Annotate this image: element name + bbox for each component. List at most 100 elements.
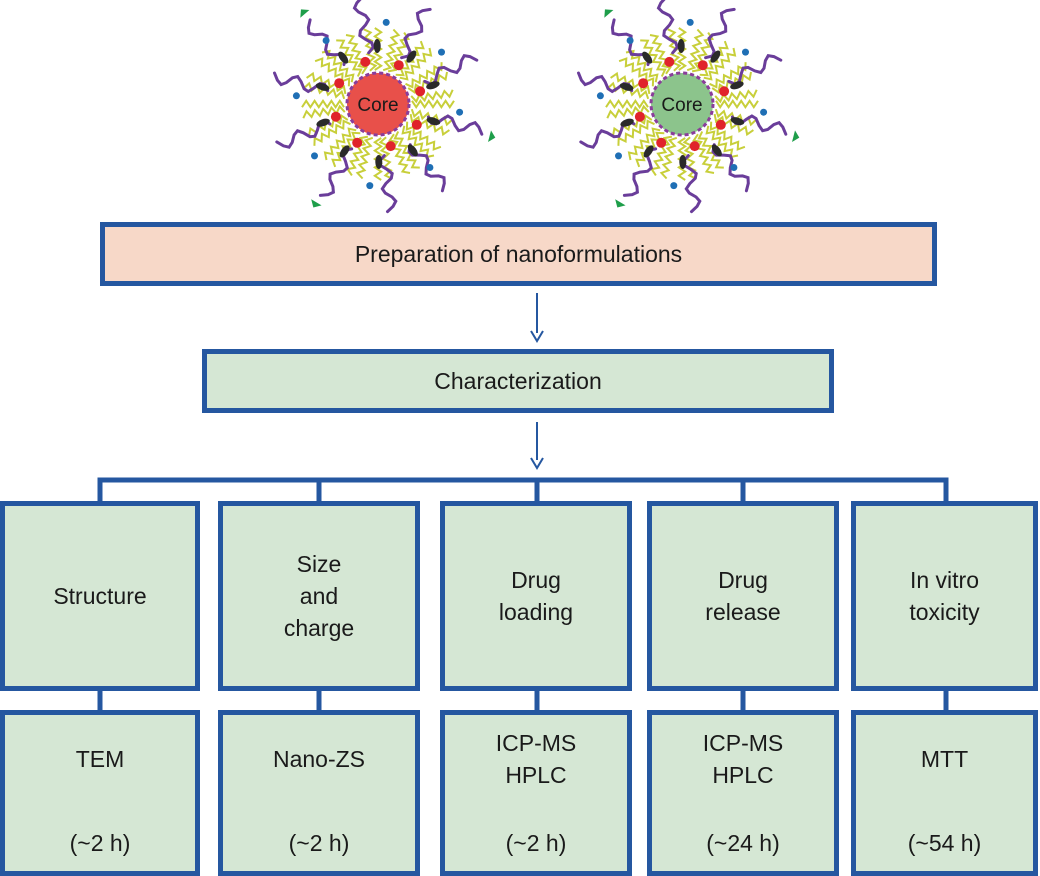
lipid-head [292,92,300,100]
lipid-tail [640,39,667,77]
lipid-tail [703,47,737,81]
category-label: Structure [53,583,147,609]
targeting-ligand [300,9,310,18]
lipid-tail [610,71,651,95]
lipid-head [382,18,390,26]
lipid-head [664,56,675,67]
lipid-tail [635,131,665,168]
lipid-tail [709,62,747,89]
category-box-structure: Structure [0,501,200,691]
lipid-tail [715,98,759,110]
lipid-head [670,182,678,190]
branch-bar [97,477,949,502]
lipid-head [742,48,749,56]
core-label: Core [357,95,398,116]
lipid-tail [691,32,715,73]
lipid-head [686,18,694,26]
lipid-head [415,86,426,97]
drug-molecule [620,118,634,127]
drug-molecule [339,145,350,158]
method-label: ICP-MS HPLC [495,730,577,788]
category-box-toxicity: In vitro toxicity [851,501,1038,691]
lipid-tail [617,119,655,146]
lipid-head [360,56,371,67]
drug-molecule [373,39,381,53]
drug-molecule [643,145,654,158]
method-box-icp-hplc-release: ICP-MS HPLC (~24 h) [647,710,839,876]
category-label: Drug release [705,567,781,625]
drug-molecule [407,144,418,157]
nanoparticle-1: Core [273,0,496,214]
lipid-tail [410,89,454,104]
lipid-tail [627,127,661,161]
lipid-head [697,60,708,71]
lipid-head [596,92,604,100]
lipid-tail [336,39,363,77]
method-label: TEM [75,746,125,772]
lipid-tail [409,113,450,137]
peg-chain [711,143,750,193]
category-box-drug-release: Drug release [647,501,839,691]
lipid-tail [692,133,715,174]
lipid-tail [659,136,678,180]
lipid-head [615,152,622,160]
drug-molecule [711,144,722,157]
peg-chain [704,7,736,60]
lipid-tail [382,28,401,72]
lipid-head [634,111,645,122]
lipid-head [352,137,363,148]
drug-molecule [677,39,685,53]
lipid-tail [331,131,361,168]
drug-molecule [316,118,330,127]
lipid-head [426,164,434,171]
lipid-tail [314,57,351,87]
lipid-head [438,48,445,56]
connectors [97,293,949,712]
lipid-tail [411,98,455,110]
lipid-tail [306,71,347,95]
lipid-tail [649,34,672,75]
lipid-tail [323,127,357,161]
method-label: ICP-MS HPLC [702,730,784,788]
peg-chain [656,0,679,55]
core-label: Core [661,95,702,116]
lipid-head [393,60,404,71]
lipid-tail [372,137,384,181]
lipid-tail [699,40,729,77]
lipid-tail [355,136,374,180]
targeting-ligand [604,9,614,18]
drug-molecule [619,82,634,91]
preparation-label: Preparation of nanoformulations [354,241,683,267]
lipid-head [638,78,649,89]
time-label: (~54 h) [907,830,982,856]
targeting-ligand [615,199,626,208]
lipid-head [385,141,396,152]
lipid-tail [399,47,433,81]
nanoparticles: Core Core [273,0,800,214]
lipid-tail [301,98,345,110]
arrow-characterization-to-branch-head [530,457,544,470]
lipid-tail [405,121,442,151]
method-box-nano-zs: Nano-ZS (~2 h) [218,710,420,876]
lipid-tail [395,40,425,77]
method-box-tem: TEM (~2 h) [0,710,200,876]
lipid-head [760,108,768,116]
lipid-tail [606,104,650,119]
lipid-tail [605,98,649,110]
category-box-drug-loading: Drug loading [440,501,632,691]
peg-chain [400,7,432,60]
peg-chain [352,0,375,55]
time-label: (~2 h) [288,830,350,856]
drug-molecule [375,155,383,169]
category-label: Size and charge [283,551,355,641]
lipid-tail [686,28,705,72]
lipid-tail [625,49,659,83]
lipid-head [334,78,345,89]
lipid-tail [713,113,754,137]
preparation-box: Preparation of nanoformulations [100,222,937,286]
time-label: (~24 h) [706,830,780,856]
drug-molecule [642,51,653,64]
lipid-tail [321,49,355,83]
drug-molecule [406,50,417,63]
